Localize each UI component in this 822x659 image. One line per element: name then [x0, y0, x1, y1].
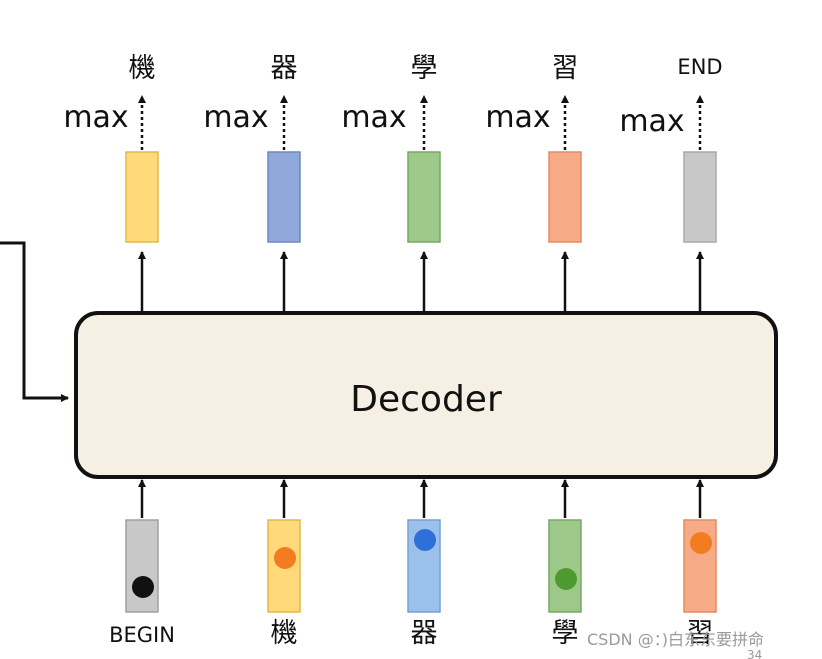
- input-vector: [125, 519, 159, 613]
- output-vector: [683, 151, 717, 243]
- csdn-watermark: CSDN @：)白东东要拼命: [587, 630, 764, 649]
- input-column: 習: [683, 479, 717, 649]
- input-token-label: 習: [687, 618, 714, 649]
- output-vector: [407, 151, 441, 243]
- page-number: 34: [747, 648, 762, 659]
- decoder-label: Decoder: [350, 379, 502, 420]
- input-embedding-dot: [132, 576, 154, 598]
- output-token-label: 學: [411, 53, 438, 84]
- input-token-label: BEGIN: [109, 623, 175, 647]
- input-embedding-dot: [414, 529, 436, 551]
- input-column: 機: [267, 479, 301, 649]
- input-token-label: 學: [552, 618, 579, 649]
- output-token-label: 器: [271, 53, 298, 84]
- input-embedding-dot: [690, 532, 712, 554]
- output-token-label: 機: [129, 53, 156, 84]
- encoder-connection-line: [0, 241, 69, 402]
- max-operation-label: max: [63, 100, 128, 135]
- input-token-label: 機: [271, 618, 298, 649]
- input-column: 器: [407, 479, 441, 649]
- output-vector: [548, 151, 582, 243]
- input-embedding-dot: [274, 547, 296, 569]
- decoder-block: [74, 311, 778, 479]
- input-columns: BEGIN 機 器 學 習: [109, 479, 717, 649]
- max-operation-label: max: [619, 104, 684, 139]
- max-operation-label: max: [203, 100, 268, 135]
- output-column: max END: [619, 55, 723, 311]
- output-token-label: 習: [552, 53, 579, 84]
- max-operation-label: max: [341, 100, 406, 135]
- input-column: 學: [548, 479, 582, 649]
- input-embedding-dot: [555, 568, 577, 590]
- max-operation-label: max: [485, 100, 550, 135]
- output-token-label: END: [677, 55, 722, 79]
- input-column: BEGIN: [109, 479, 175, 647]
- input-vector: [548, 519, 582, 613]
- output-vector: [125, 151, 159, 243]
- input-token-label: 器: [411, 618, 438, 649]
- output-vector: [267, 151, 301, 243]
